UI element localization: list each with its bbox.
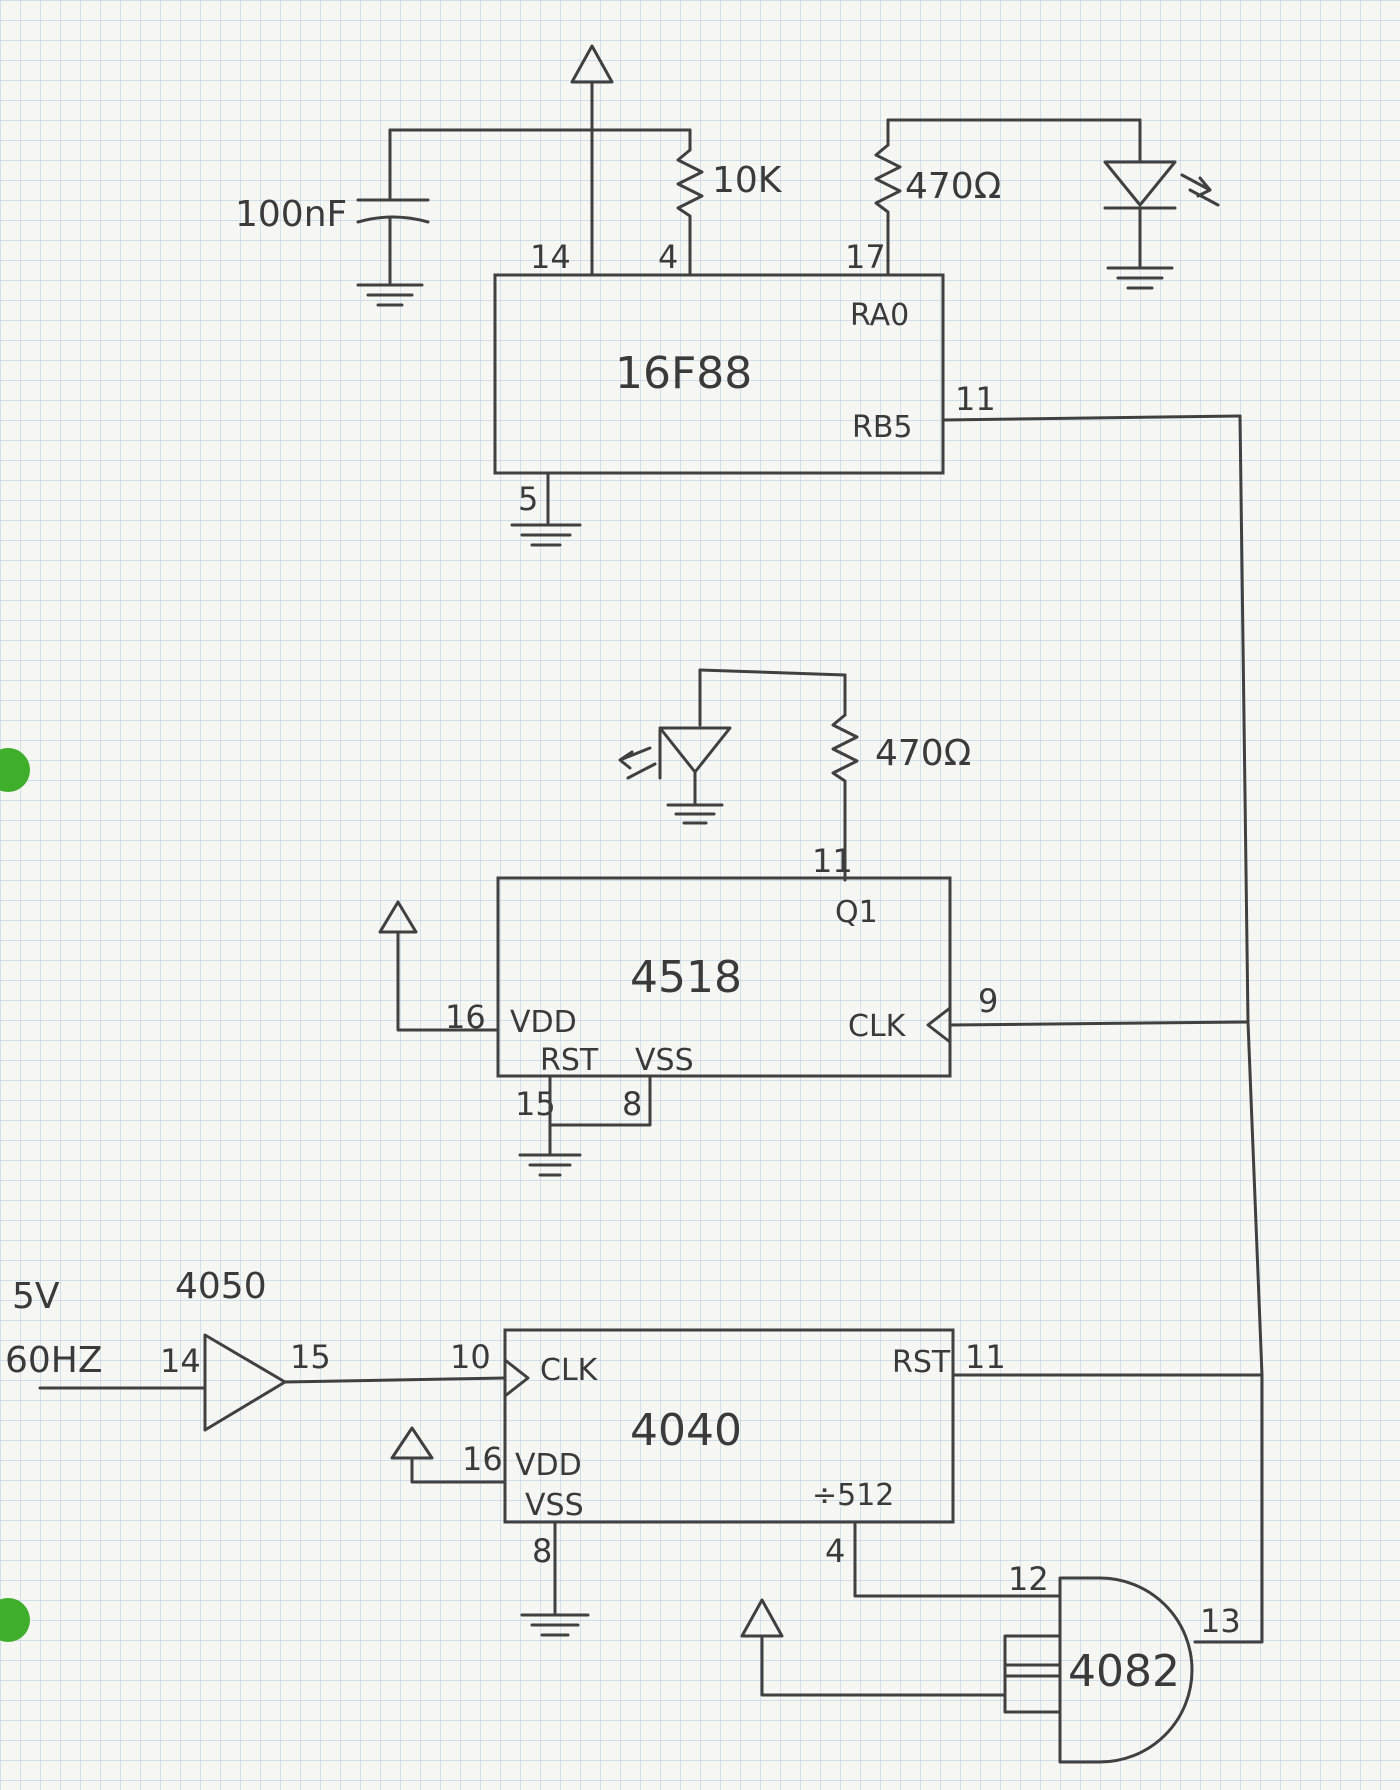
- pin-15-out-label: 15: [290, 1338, 331, 1376]
- pin-vdd-4040-label: VDD: [515, 1448, 582, 1483]
- buffer-4050-name: 4050: [175, 1266, 267, 1307]
- buffer-4050-section: 5V 60HZ 14 4050 15: [5, 1266, 507, 1432]
- chip-16f88-name: 16F88: [615, 348, 752, 399]
- pin-14-in-label: 14: [160, 1342, 201, 1380]
- pin-13-label: 13: [1200, 1602, 1241, 1640]
- resistor-10k: [676, 148, 704, 277]
- ground-icon: [356, 283, 424, 307]
- ground-icon: [520, 1613, 590, 1637]
- gate-4082-name: 4082: [1068, 1646, 1180, 1697]
- resistor-470-led2: [831, 713, 859, 882]
- chip-4040: [503, 1328, 955, 1524]
- pin-rst-label: RST: [540, 1043, 599, 1078]
- pin-16-label: 16: [445, 998, 486, 1036]
- pin-rb5-label: RB5: [852, 410, 913, 445]
- and-gate-4082-symbol: [1058, 1576, 1194, 1764]
- chip-4518-name: 4518: [630, 952, 742, 1003]
- rb5-clock-net: [1238, 414, 1250, 1024]
- capacitor-label: 100nF: [235, 194, 347, 235]
- chip-4040-name: 4040: [630, 1405, 742, 1456]
- pin-vdd-label: VDD: [510, 1005, 577, 1040]
- pin-12-label: 12: [1008, 1560, 1049, 1598]
- pin-clk-4040-label: CLK: [540, 1353, 599, 1388]
- led-icon-1: [1103, 160, 1177, 207]
- pin-ra0-label: RA0: [850, 298, 909, 333]
- pin-q1-label: Q1: [835, 895, 878, 930]
- chip-16f88: [493, 273, 945, 475]
- binder-hole-top: [0, 748, 30, 792]
- ground-icon: [666, 803, 724, 825]
- pin-vss-label: VSS: [635, 1043, 694, 1078]
- source-frequency-label: 60HZ: [5, 1340, 103, 1381]
- led-icon-2: [658, 726, 732, 774]
- resistor-470-label-1: 470Ω: [905, 166, 1001, 207]
- binder-hole-bottom: [0, 1598, 30, 1642]
- pin-rst-4040-label: RST: [892, 1345, 951, 1380]
- pin-4-4040-label: 4: [825, 1532, 845, 1570]
- pin-div512-label: ÷512: [812, 1478, 894, 1513]
- pin-8-4040-label: 8: [532, 1532, 552, 1570]
- pin-14-label: 14: [530, 238, 571, 276]
- resistor-470-led1: [874, 143, 902, 277]
- pin-11-rst-label: 11: [965, 1338, 1006, 1376]
- pin-4-label: 4: [658, 238, 678, 276]
- pin-8-label: 8: [622, 1085, 642, 1123]
- pin-10-label: 10: [450, 1338, 491, 1376]
- ground-icon: [1106, 266, 1174, 290]
- ground-icon: [518, 1153, 582, 1177]
- pic-16f88-section: 100nF 10K 470Ω 16F88 RA0 RB5 14 4 17 11 …: [235, 44, 1242, 547]
- source-voltage-label: 5V: [12, 1276, 60, 1317]
- pin-17-label: 17: [845, 238, 886, 276]
- pin-11-q1-label: 11: [812, 842, 853, 880]
- pin-16-4040-label: 16: [462, 1440, 503, 1478]
- pin-9-label: 9: [978, 982, 998, 1020]
- counter-4040-section: 4040 CLK RST VDD VSS ÷512 10 11 16 8 4: [390, 1328, 1264, 1637]
- pin-11-label: 11: [955, 380, 996, 418]
- chip-4518: [496, 876, 952, 1078]
- clock-input-icon: [503, 1358, 530, 1398]
- counter-4518-section: 470Ω 4518 Q1 VDD CLK RST VSS 11 16 9 15 …: [378, 668, 1250, 1177]
- gate-4082-section: 4082 12 13: [740, 1560, 1241, 1764]
- pin-5-label: 5: [518, 480, 538, 518]
- clock-input-icon: [926, 1006, 952, 1044]
- buffer-4050-symbol: [203, 1333, 287, 1432]
- resistor-10k-label: 10K: [712, 160, 783, 201]
- capacitor-plate-bottom: [356, 215, 430, 224]
- pin-vss-4040-label: VSS: [525, 1488, 584, 1523]
- pin-clk-label: CLK: [848, 1009, 907, 1044]
- resistor-470-label-2: 470Ω: [875, 733, 971, 774]
- ground-icon: [510, 523, 582, 547]
- reset-net: [1193, 1020, 1264, 1644]
